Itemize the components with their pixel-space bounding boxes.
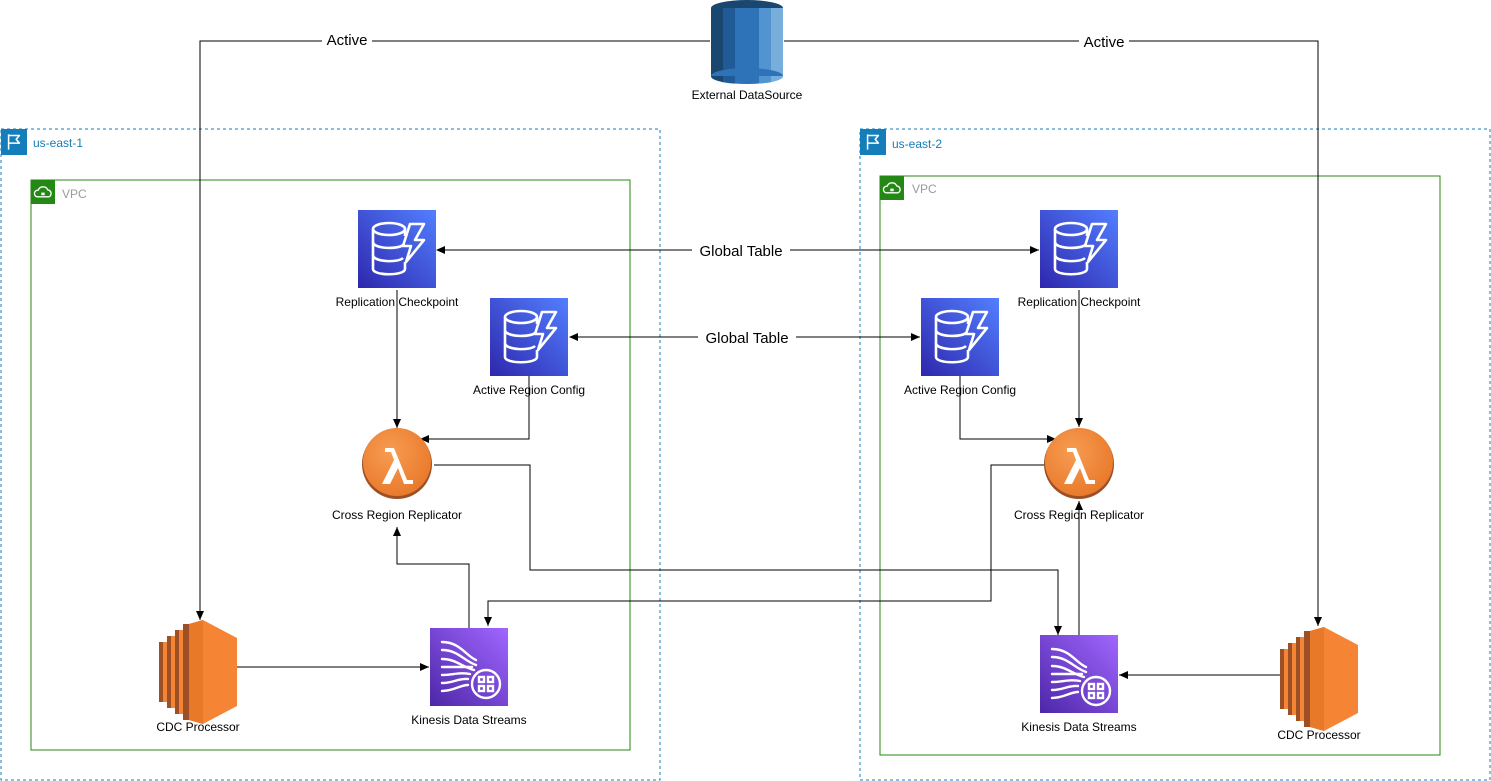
streams-label: Kinesis Data Streams <box>411 713 526 727</box>
dynamodb-table-icon <box>358 210 436 288</box>
edge-label-active-left: Active <box>327 32 368 49</box>
ec2-instance-icon <box>159 620 237 724</box>
region-flag-icon <box>1 129 27 155</box>
edge-streams-to-replicator-left <box>393 527 470 628</box>
region-label: us-east-2 <box>892 137 942 151</box>
region-us-east-1 <box>0 128 661 781</box>
config-label: Active Region Config <box>904 383 1016 397</box>
edge-label-active-right: Active <box>1084 34 1125 51</box>
processor-label: CDC Processor <box>1277 728 1360 742</box>
region-label: us-east-1 <box>33 136 83 150</box>
edge-replicator-right-to-streams-left <box>484 464 1045 626</box>
edge-config-to-replicator-right <box>959 375 1056 443</box>
edge-label-global-table-mid: Global Table <box>705 330 788 347</box>
replicator-label: Cross Region Replicator <box>1014 508 1144 522</box>
external-datasource-label: External DataSource <box>692 88 803 102</box>
dynamodb-table-icon <box>490 298 568 376</box>
rds-database-icon <box>710 0 784 84</box>
dynamodb-table-icon <box>921 298 999 376</box>
lambda-function-icon <box>1044 428 1114 499</box>
checkpoint-label: Replication Checkpoint <box>1018 295 1141 309</box>
edge-replicator-left-to-streams-right <box>434 464 1062 635</box>
region-flag-icon <box>860 129 886 155</box>
edge-active-right <box>784 40 1322 626</box>
edge-active-left <box>196 40 710 620</box>
vpc-label: VPC <box>62 187 87 201</box>
edge-label-global-table-top: Global Table <box>699 243 782 260</box>
kinesis-stream-icon <box>430 628 508 706</box>
checkpoint-label: Replication Checkpoint <box>336 295 459 309</box>
streams-label: Kinesis Data Streams <box>1021 720 1136 734</box>
lambda-function-icon <box>362 428 432 499</box>
config-label: Active Region Config <box>473 383 585 397</box>
vpc-us-east-2 <box>879 175 1441 756</box>
ec2-instance-icon <box>1280 627 1358 731</box>
processor-label: CDC Processor <box>156 720 239 734</box>
edge-config-to-replicator-left <box>420 375 530 443</box>
vpc-cloud-icon <box>880 176 904 200</box>
dynamodb-table-icon <box>1040 210 1118 288</box>
region-us-east-2 <box>859 128 1491 781</box>
vpc-cloud-icon <box>31 180 55 204</box>
replicator-label: Cross Region Replicator <box>332 508 462 522</box>
vpc-us-east-1 <box>30 179 631 751</box>
kinesis-stream-icon <box>1040 635 1118 713</box>
vpc-label: VPC <box>912 182 937 196</box>
